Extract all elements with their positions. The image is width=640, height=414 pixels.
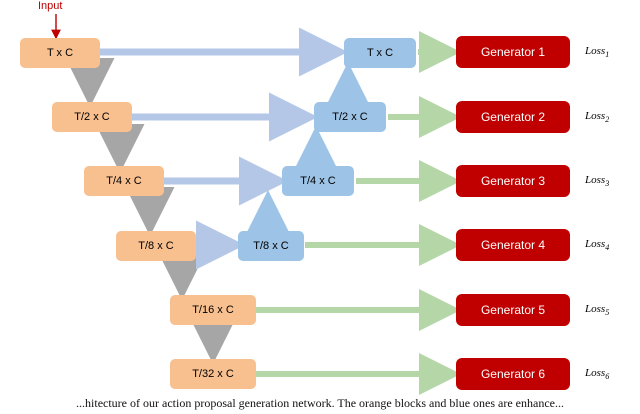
decoder-block-3-label: T/4 x C <box>300 175 336 187</box>
encoder-block-2[interactable]: T/2 x C <box>52 102 132 132</box>
loss-4-name: Loss <box>585 238 606 250</box>
encoder-block-1[interactable]: T x C <box>20 38 100 68</box>
generator-6-label: Generator 6 <box>480 367 546 381</box>
loss-5: Loss5 <box>585 303 609 317</box>
loss-4-index: 4 <box>605 243 610 253</box>
generator-5-label: Generator 5 <box>480 303 546 317</box>
loss-3-index: 3 <box>605 179 610 189</box>
loss-3: Loss3 <box>585 174 609 188</box>
loss-4: Loss4 <box>585 238 609 252</box>
generator-6[interactable]: Generator 6 <box>456 358 570 390</box>
loss-6: Loss6 <box>585 367 609 381</box>
encoder-block-3-label: T/4 x C <box>106 175 142 187</box>
loss-2: Loss2 <box>585 110 609 124</box>
loss-2-name: Loss <box>585 110 606 122</box>
generator-2-label: Generator 2 <box>480 110 546 124</box>
decoder-block-2[interactable]: T/2 x C <box>314 102 386 132</box>
loss-2-index: 2 <box>605 115 610 125</box>
encoder-block-5-label: T/16 x C <box>192 304 234 316</box>
generator-4[interactable]: Generator 4 <box>456 229 570 261</box>
encoder-block-6-label: T/32 x C <box>192 368 234 380</box>
generator-1[interactable]: Generator 1 <box>456 36 570 68</box>
generator-3[interactable]: Generator 3 <box>456 165 570 197</box>
generator-5[interactable]: Generator 5 <box>456 294 570 326</box>
encoder-block-4-label: T/8 x C <box>138 240 174 252</box>
encoder-block-4[interactable]: T/8 x C <box>116 231 196 261</box>
loss-1-index: 1 <box>605 50 610 60</box>
input-label: Input <box>38 0 63 12</box>
encoder-block-1-label: T x C <box>46 47 74 59</box>
loss-6-index: 6 <box>605 372 610 382</box>
encoder-block-3[interactable]: T/4 x C <box>84 166 164 196</box>
generator-3-label: Generator 3 <box>480 174 546 188</box>
encoder-block-5[interactable]: T/16 x C <box>170 295 256 325</box>
loss-6-name: Loss <box>585 367 606 379</box>
encoder-block-6[interactable]: T/32 x C <box>170 359 256 389</box>
decoder-block-4[interactable]: T/8 x C <box>238 231 304 261</box>
generator-1-label: Generator 1 <box>480 45 546 59</box>
decoder-block-1-label: T x C <box>366 47 394 59</box>
loss-5-index: 5 <box>605 308 610 318</box>
decoder-block-2-label: T/2 x C <box>332 111 368 123</box>
decoder-block-4-label: T/8 x C <box>253 240 289 252</box>
encoder-block-2-label: T/2 x C <box>74 111 110 123</box>
loss-5-name: Loss <box>585 303 606 315</box>
decoder-block-1[interactable]: T x C <box>344 38 416 68</box>
decoder-block-3[interactable]: T/4 x C <box>282 166 354 196</box>
loss-3-name: Loss <box>585 174 606 186</box>
loss-1: Loss1 <box>585 45 609 59</box>
figure-caption: ...hitecture of our action proposal gene… <box>76 396 564 410</box>
generator-4-label: Generator 4 <box>480 238 546 252</box>
loss-1-name: Loss <box>585 45 606 57</box>
generator-2[interactable]: Generator 2 <box>456 101 570 133</box>
